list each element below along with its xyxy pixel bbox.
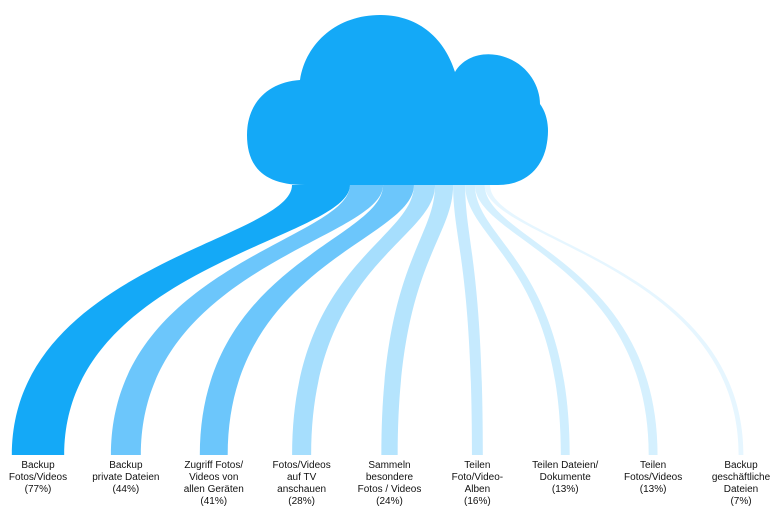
flow-bands (11, 185, 744, 455)
category-value: (28%) (288, 496, 315, 507)
category-label-line: Teilen (640, 460, 667, 471)
category-label-line: Sammeln (368, 460, 411, 471)
flow-band (381, 185, 454, 455)
flow-band (474, 185, 658, 455)
category-value: (24%) (376, 496, 403, 507)
category-value: (13%) (639, 484, 667, 495)
category-value: (7%) (730, 496, 752, 507)
category-label-line: Dateien (723, 484, 759, 495)
category-label-line: Alben (464, 484, 491, 495)
category-value: (13%) (551, 484, 579, 495)
category-label-line: Backup (21, 460, 55, 471)
category-value: (44%) (112, 484, 140, 495)
flow-band (11, 185, 350, 455)
category-label: Teilen Dateien/Dokumente(13%) (517, 460, 613, 496)
category-label-line: Foto/Video- (451, 472, 504, 483)
category-label-line: anschauen (277, 484, 327, 495)
flow-band (292, 185, 436, 455)
category-label-line: Dokumente (539, 472, 591, 483)
category-label-line: auf TV (286, 472, 317, 483)
category-label-line: Fotos/Videos (272, 460, 331, 471)
category-label-line: geschäftliche (711, 472, 770, 483)
flow-band (465, 185, 570, 455)
category-value: (77%) (24, 484, 52, 495)
category-label-line: private Dateien (92, 472, 160, 483)
category-value: (16%) (464, 496, 491, 507)
flow-band (110, 185, 384, 455)
cloud-shape (247, 15, 548, 185)
category-label-line: Fotos / Videos (357, 484, 422, 495)
category-label-line: Fotos/Videos (8, 472, 68, 483)
category-label-line: besondere (365, 472, 414, 483)
category-value: (41%) (200, 496, 228, 507)
category-label-line: allen Geräten (183, 484, 244, 495)
category-label-line: Teilen Dateien/ (532, 460, 599, 471)
category-label-line: Fotos/Videos (624, 472, 683, 483)
category-label-line: Backup (109, 460, 143, 471)
category-label-line: Zugriff Fotos/ (184, 460, 244, 471)
flow-band (199, 185, 414, 455)
flow-band (453, 185, 483, 455)
category-label-line: Videos von (189, 472, 239, 483)
category-label-line: Teilen (464, 460, 491, 471)
category-label-line: Backup (724, 460, 758, 471)
